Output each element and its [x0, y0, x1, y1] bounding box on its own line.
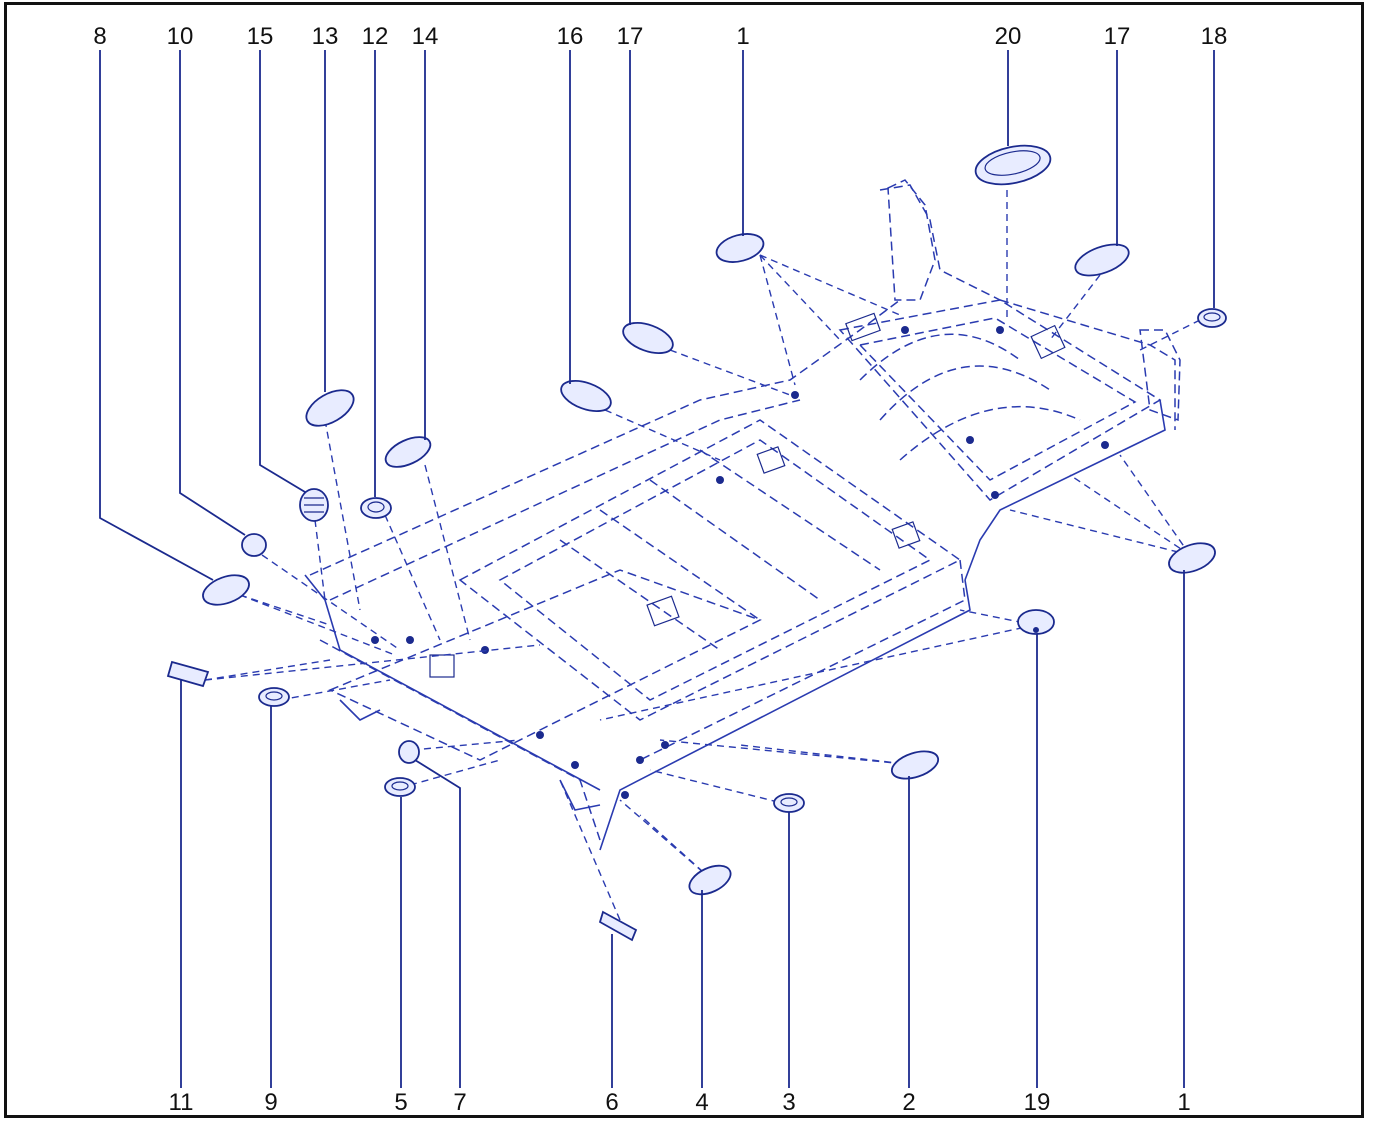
callout-top-17b: 17	[1104, 23, 1131, 50]
top-callouts: 8 10 15 13 12 14 16 17 1 20 17 18	[93, 23, 1227, 50]
diagram-frame	[4, 2, 1364, 1118]
callout-bottom-19: 19	[1024, 1089, 1051, 1116]
plug-13	[305, 389, 355, 427]
callout-bottom-11: 11	[169, 1089, 194, 1116]
callout-bottom-5: 5	[394, 1089, 407, 1116]
callout-top-12: 12	[362, 23, 389, 50]
callout-bottom-4: 4	[695, 1089, 708, 1116]
plug-3	[773, 793, 805, 813]
callout-bottom-3: 3	[782, 1089, 795, 1116]
callout-top-16: 16	[557, 23, 584, 50]
bottom-callouts: 11 9 5 7 6 4 3 2 19 1	[169, 1089, 1191, 1116]
callout-top-17a: 17	[617, 23, 644, 50]
plug-20	[974, 144, 1052, 186]
callout-top-8: 8	[93, 23, 106, 50]
callout-top-1: 1	[736, 23, 749, 50]
plug-16	[560, 379, 612, 413]
plug-17-left	[622, 321, 674, 355]
plug-5	[384, 777, 416, 797]
callout-top-10: 10	[167, 23, 194, 50]
callout-top-14: 14	[412, 23, 439, 50]
plug-15	[299, 488, 329, 522]
plug-parts	[166, 144, 1227, 942]
plug-9	[258, 687, 290, 707]
callout-top-13: 13	[312, 23, 339, 50]
plug-10	[241, 533, 267, 557]
plug-2	[890, 750, 940, 780]
callout-bottom-1: 1	[1177, 1089, 1190, 1116]
vehicle-floor-pan	[304, 179, 1181, 851]
assembly-lines	[204, 190, 1201, 921]
callout-bottom-9: 9	[264, 1089, 277, 1116]
callout-bottom-7: 7	[453, 1089, 466, 1116]
plug-14	[384, 436, 432, 468]
plug-11	[166, 660, 210, 688]
callout-bottom-2: 2	[902, 1089, 915, 1116]
plug-8	[202, 574, 250, 606]
plug-17-right	[1074, 243, 1130, 277]
leader-lines	[99, 50, 1215, 1088]
plug-1-right	[1168, 542, 1216, 574]
plug-7	[398, 740, 420, 764]
plug-1-top	[715, 233, 765, 263]
plug-18	[1197, 308, 1227, 328]
callout-bottom-6: 6	[605, 1089, 618, 1116]
plug-4	[688, 864, 732, 896]
plug-6	[598, 910, 638, 942]
callout-top-15: 15	[247, 23, 274, 50]
plug-12	[360, 497, 392, 519]
callout-top-18: 18	[1201, 23, 1228, 50]
callout-top-20: 20	[995, 23, 1022, 50]
plug-19	[1017, 609, 1055, 635]
